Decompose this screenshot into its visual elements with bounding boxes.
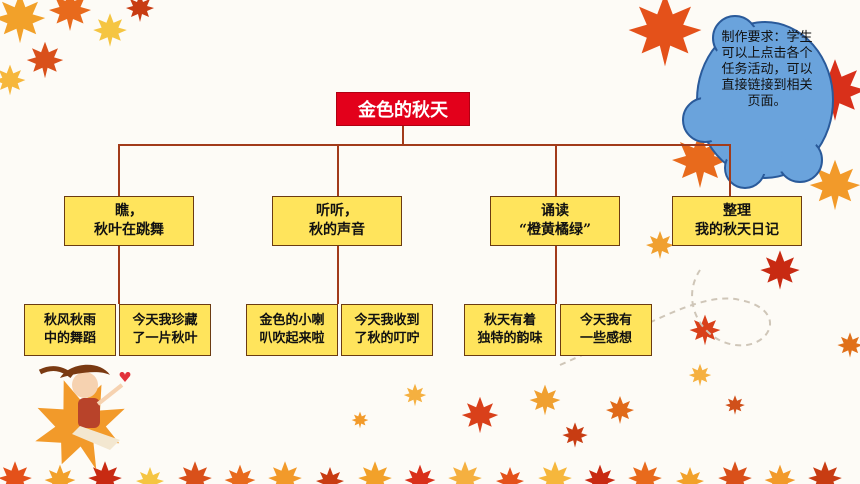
connector-branch-3 [729, 144, 731, 196]
girl-illustration [18, 363, 142, 484]
leaf-node-2[interactable]: 今天我珍藏 了一片秋叶 [119, 304, 211, 356]
branch-node-look-leaves[interactable]: 瞧， 秋叶在跳舞 [64, 196, 194, 246]
maple-leaf-icon [0, 461, 842, 484]
leaf-node-1[interactable]: 秋风秋雨 中的舞蹈 [24, 304, 116, 356]
root-node[interactable]: 金色的秋天 [336, 92, 470, 126]
connector-branch-0 [118, 144, 120, 196]
leaf-node-6[interactable]: 今天我有 一些感想 [560, 304, 652, 356]
connector-branch-2-down [555, 246, 557, 304]
maple-leaf-icon [351, 383, 634, 448]
leaf-node-3[interactable]: 金色的小喇 叭吹起来啦 [246, 304, 338, 356]
connector-branch-1 [337, 144, 339, 196]
leaf-node-5[interactable]: 秋天有着 独特的韵味 [464, 304, 556, 356]
branch-node-listen-sounds[interactable]: 听听， 秋的声音 [272, 196, 402, 246]
maple-leaf-icon [0, 0, 154, 96]
note-cloud [682, 15, 834, 189]
note-text: 制作要求：学生可以上点击各个任务活动，可以直接链接到相关页面。 [721, 30, 813, 109]
connector-branch-0-down [118, 246, 120, 304]
connector-branch-1-down [337, 246, 339, 304]
connector-horizontal [118, 144, 730, 146]
connector-branch-2 [555, 144, 557, 196]
connector-root-down [402, 126, 404, 145]
branch-node-recite-poem[interactable]: 诵读 “橙黄橘绿” [490, 196, 620, 246]
branch-node-diary[interactable]: 整理 我的秋天日记 [672, 196, 802, 246]
leaf-node-4[interactable]: 今天我收到 了秋的叮咛 [341, 304, 433, 356]
